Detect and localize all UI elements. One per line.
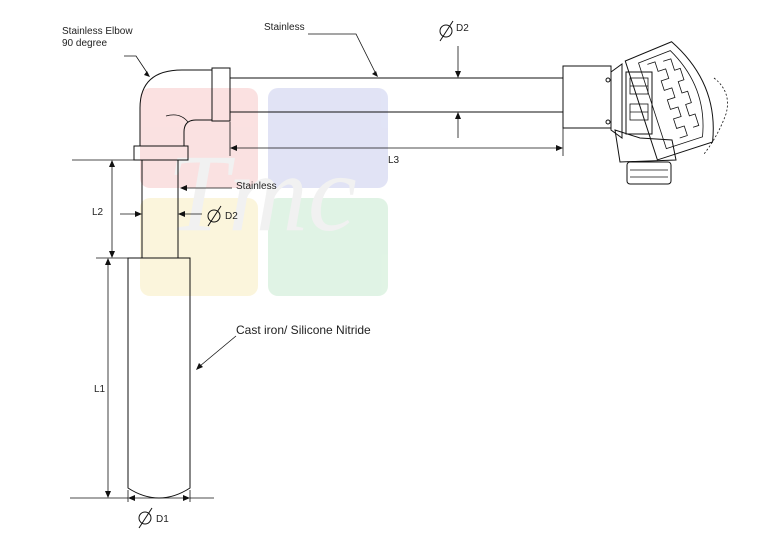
dimension-l2-l1 — [70, 159, 134, 499]
terminal-block — [625, 71, 653, 135]
diameter-symbol-top — [439, 20, 454, 42]
watermark-tile-red — [140, 88, 258, 188]
leader-lines — [124, 33, 378, 370]
label-stainless-top: Stainless — [264, 22, 305, 33]
vertical-stainless-tube — [141, 160, 179, 258]
stainless-elbow — [133, 67, 231, 161]
label-d2-mid: D2 — [225, 211, 238, 222]
cable-gland — [626, 161, 672, 185]
label-cast-iron: Cast iron/ Silicone Nitride — [236, 323, 371, 337]
diameter-symbol-bottom — [138, 507, 153, 529]
watermark-tile-yellow — [140, 198, 258, 296]
watermark-tile-green — [268, 198, 388, 296]
elbow-flange-horizontal — [211, 67, 231, 122]
label-stainless-mid: Stainless — [236, 181, 277, 192]
label-l1: L1 — [94, 384, 106, 395]
head-cover — [624, 41, 714, 161]
watermark-logo: Tmc — [140, 88, 388, 296]
label-l2: L2 — [92, 207, 104, 218]
label-elbow-line2: 90 degree — [62, 38, 107, 49]
elbow-flange-vertical — [133, 145, 189, 161]
dimension-d1 — [127, 490, 214, 502]
diameter-symbol-mid — [207, 205, 222, 227]
watermark-tile-blue — [268, 88, 388, 188]
watermark-text: Tmc — [167, 132, 356, 254]
dimension-d2-vertical — [120, 211, 202, 217]
cover-chain — [703, 77, 728, 155]
dimension-l3 — [229, 122, 564, 156]
label-l3: L3 — [388, 155, 400, 166]
head-neck — [562, 65, 612, 129]
connection-head — [562, 41, 728, 185]
horizontal-stainless-tube — [230, 77, 563, 113]
label-d1: D1 — [156, 514, 169, 525]
label-elbow-line1: Stainless Elbow — [62, 26, 133, 37]
dimension-d2-horizontal — [455, 46, 461, 138]
label-d2-top: D2 — [456, 23, 469, 34]
